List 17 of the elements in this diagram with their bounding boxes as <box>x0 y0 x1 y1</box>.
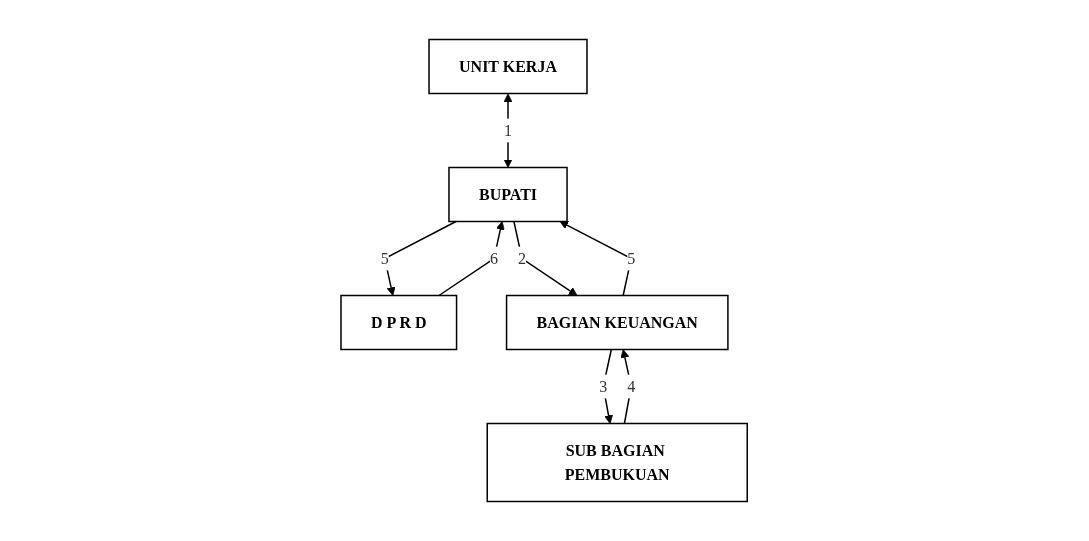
edge-label: 5 <box>627 249 636 267</box>
arrow <box>384 220 458 296</box>
edge-label: 1 <box>504 121 513 139</box>
node-box: UNIT KERJA <box>428 38 589 95</box>
edge-label: 4 <box>627 377 636 395</box>
arrow <box>438 221 506 297</box>
edge-label: 6 <box>490 249 499 267</box>
edge-label: 5 <box>381 249 390 267</box>
arrow <box>513 220 578 296</box>
node-box: BUPATI <box>448 166 569 223</box>
node-box: D P R D <box>340 294 458 351</box>
edge-label: 3 <box>599 377 608 395</box>
arrow <box>504 93 513 168</box>
node-box: BAGIAN KEUANGAN <box>506 294 730 351</box>
edge-label: 2 <box>518 249 527 267</box>
node-box: SUB BAGIAN PEMBUKUAN <box>486 422 749 503</box>
arrow <box>620 349 633 425</box>
